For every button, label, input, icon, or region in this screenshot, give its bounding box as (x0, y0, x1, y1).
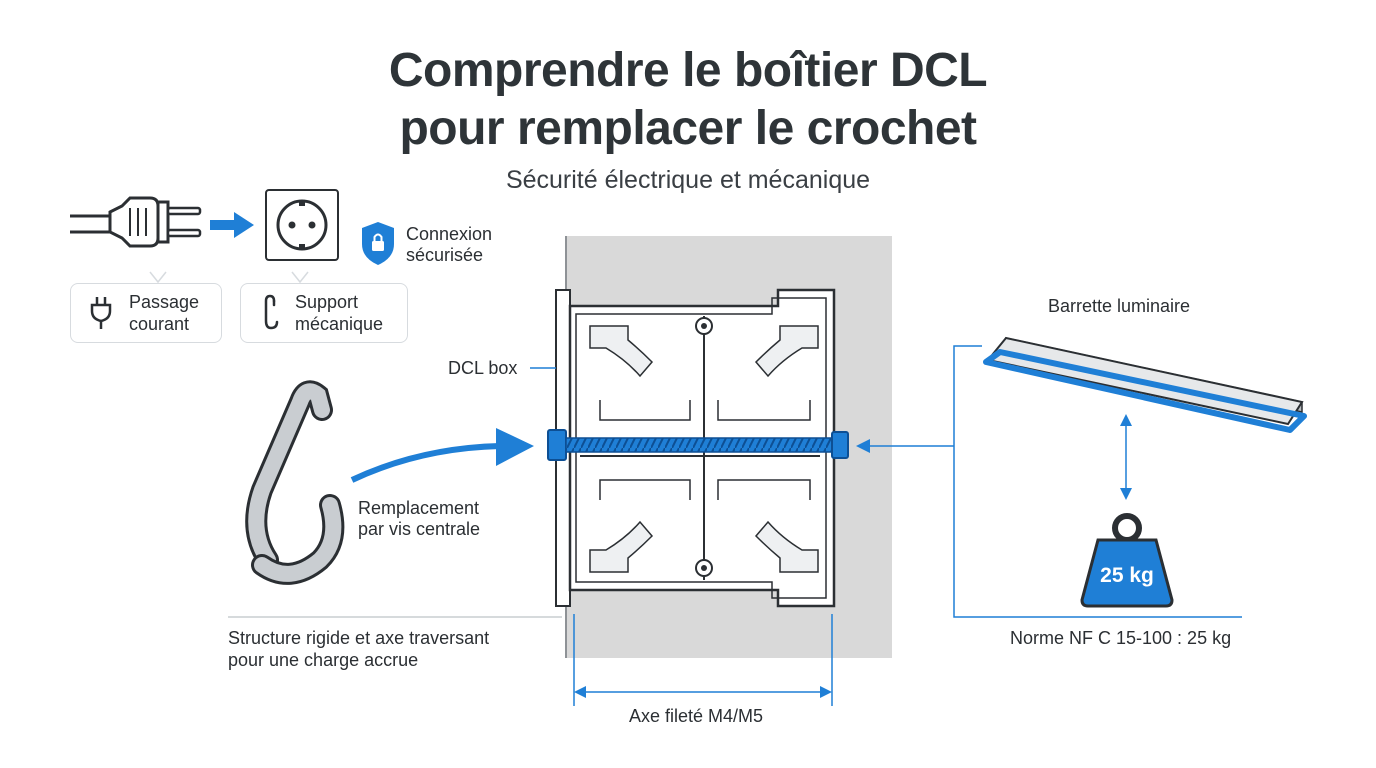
weight-icon: 25 kg (1080, 513, 1174, 608)
card-support-line-2: mécanique (295, 314, 384, 334)
title-line-1: Comprendre le boîtier DCL (388, 44, 988, 97)
plug-icon (70, 196, 202, 248)
shield-lock-icon (362, 222, 394, 265)
hook-icon (245, 380, 345, 585)
card-current-line-1: Passage (129, 292, 200, 312)
card-current-line-2: courant (129, 314, 190, 334)
plug-small-icon (90, 297, 112, 329)
hook-small-icon (264, 294, 279, 330)
structure-line-1: Structure rigide et axe traversant (228, 628, 490, 648)
arrow-right-icon (210, 212, 254, 238)
threaded-screw (547, 429, 849, 461)
weight-label: 25 kg (1100, 564, 1154, 587)
card-current: Passage courant (70, 283, 222, 343)
norm-label: Norme NF C 15-100 : 25 kg (1010, 628, 1232, 648)
dcl-box-label: DCL box (448, 358, 518, 378)
subtitle: Sécurité électrique et mécanique (505, 166, 871, 194)
socket-icon (265, 189, 339, 261)
replacement-line-1: Remplacement (358, 498, 480, 518)
card-support: Support mécanique (240, 283, 408, 343)
fixture-label: Barrette luminaire (1048, 296, 1191, 316)
card-support-line-1: Support (295, 292, 359, 312)
replacement-line-2: par vis centrale (358, 519, 481, 539)
title-line-2: pour remplacer le crochet (399, 102, 977, 155)
structure-line-2: pour une charge accrue (228, 650, 419, 670)
axis-label: Axe fileté M4/M5 (629, 706, 764, 726)
secure-connection-line-1: Connexion (406, 224, 493, 244)
fixture-bar (983, 336, 1307, 433)
secure-connection-line-2: sécurisée (406, 245, 484, 265)
